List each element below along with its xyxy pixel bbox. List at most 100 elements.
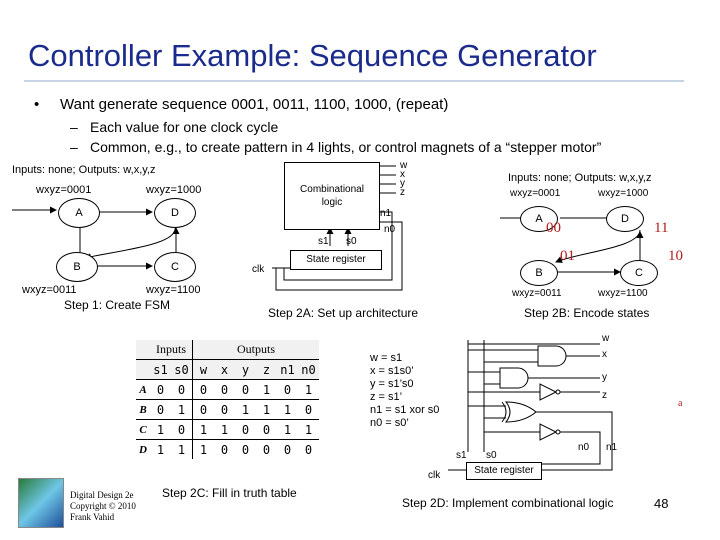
fsm2-output-a: wxyz=0001: [510, 188, 561, 199]
tt-cell: 1: [256, 399, 277, 420]
arch-n1: n1: [380, 208, 392, 219]
tt-cell: 0: [171, 379, 193, 400]
tt-cell: 1: [298, 419, 319, 440]
tt-col-n1: n1: [277, 359, 298, 380]
page-number: 48: [654, 496, 669, 511]
equation-n0: n0 = s0’: [370, 417, 409, 429]
copyright-line: Digital Design 2e: [70, 490, 134, 500]
fsm2-code-c: 10: [668, 248, 683, 264]
logic-s0: s0: [486, 450, 497, 461]
fsm1-state-c: C: [154, 252, 196, 282]
arch-n1-wire: [283, 211, 393, 281]
arch-w: w: [400, 160, 408, 171]
logic-state-register: State register: [466, 462, 542, 480]
tt-cell: 1: [235, 399, 256, 420]
step2b-caption: Step 2B: Encode states: [524, 306, 650, 320]
equation-x: x = s1s0’: [370, 365, 414, 377]
tt-row-label: D: [136, 439, 150, 459]
logic-n1: n1: [606, 442, 618, 453]
tt-cell: 0: [256, 419, 277, 440]
tt-cell: 0: [277, 379, 298, 400]
tt-cell: 0: [256, 439, 277, 459]
logic-x: x: [602, 349, 607, 360]
copyright-line: Copyright © 2010: [70, 501, 136, 511]
copyright-line: Frank Vahid: [70, 512, 115, 522]
tt-cell: 1: [277, 399, 298, 420]
tt-cell: 0: [298, 399, 319, 420]
step1-caption: Step 1: Create FSM: [64, 298, 171, 312]
truth-table: Inputs Outputs s1 s0 w x y z n1 n0 A 0 0…: [136, 340, 319, 459]
tt-cell: 0: [277, 439, 298, 459]
step2c-caption: Step 2C: Fill in truth table: [162, 486, 297, 500]
sub-dash: –: [70, 119, 78, 135]
fsm1-arrow-d-a: [84, 225, 176, 261]
sub-bullet-2: –Common, e.g., to create pattern in 4 li…: [70, 139, 601, 155]
fsm1-state-b: B: [56, 252, 98, 282]
fsm2-code-a: 00: [546, 220, 561, 236]
and-gate-x: [537, 345, 567, 367]
equation-z: z = s1’: [370, 391, 403, 403]
tt-cell: 1: [277, 419, 298, 440]
bullet-marker: •: [34, 96, 40, 113]
fsm2-state-b: B: [520, 260, 558, 286]
tt-row-label: C: [136, 419, 150, 440]
tt-group-inputs: Inputs: [150, 340, 193, 360]
fsm2-output-d: wxyz=1000: [598, 188, 649, 199]
fsm1-header: Inputs: none; Outputs: w,x,y,z: [12, 164, 156, 176]
fsm2-code-b: 01: [560, 248, 575, 264]
tt-cell: 0: [235, 439, 256, 459]
tt-cell: 1: [171, 439, 193, 459]
sub-bullet-1: –Each value for one clock cycle: [70, 119, 278, 135]
tt-cell: 1: [150, 439, 171, 459]
tt-cell: 1: [298, 379, 319, 400]
fsm2-output-b: wxyz=0011: [512, 288, 562, 299]
tt-cell: 1: [256, 379, 277, 400]
title-rule: [24, 80, 684, 82]
logic-w: w: [602, 333, 610, 344]
bullet-text: Want generate sequence 0001, 0011, 1100,…: [60, 96, 449, 113]
fsm2-state-a: A: [520, 206, 558, 232]
book-cover-logo: [18, 478, 64, 528]
tt-cell: 0: [150, 399, 171, 420]
fsm2-header: Inputs: none; Outputs: w,x,y,z: [508, 172, 652, 184]
fsm1-output-b: wxyz=0011: [22, 284, 77, 296]
tt-cell: 0: [235, 419, 256, 440]
tt-cell: 1: [171, 399, 193, 420]
sub-text: Each value for one clock cycle: [90, 119, 279, 135]
slide-title: Controller Example: Sequence Generator: [28, 38, 597, 73]
logic-z: z: [602, 390, 607, 401]
tt-col-s0: s0: [171, 359, 193, 380]
tt-cell: 1: [192, 419, 214, 440]
tt-cell: 1: [214, 419, 235, 440]
arch-x: x: [400, 169, 405, 180]
equation-n1: n1 = s1 xor s0: [370, 404, 440, 416]
table-row: B 0 1 0 0 1 1 1 0: [136, 399, 319, 420]
arch-n0-wire: [275, 221, 403, 291]
tt-col-y: y: [235, 359, 256, 380]
arch-s0: s0: [346, 236, 357, 247]
logic-n0-wire: [540, 431, 601, 465]
equations: w = s1 x = s1s0’ y = s1’s0 z = s1’ n1 = …: [370, 352, 439, 430]
arch-n0: n0: [384, 224, 396, 235]
sub-text: Common, e.g., to create pattern in 4 lig…: [90, 139, 602, 155]
tt-row-label: B: [136, 399, 150, 420]
tt-col-z: z: [256, 359, 277, 380]
logic-n1-wire: [536, 411, 613, 471]
step2a-caption: Step 2A: Set up architecture: [268, 306, 419, 320]
not-gate-n0: [539, 423, 558, 441]
tt-cell: 0: [150, 379, 171, 400]
tt-col-s1: s1: [150, 359, 171, 380]
equation-y: y = s1’s0: [370, 378, 414, 390]
tt-col-n0: n0: [298, 359, 319, 380]
fsm1-state-a: A: [58, 198, 100, 228]
xor-gate-n1: [504, 401, 537, 423]
tt-cell: 0: [214, 439, 235, 459]
logic-s1: s1: [456, 450, 467, 461]
comb-logic-label: Combinational logic: [300, 184, 364, 208]
not-gate-z: [539, 383, 558, 401]
table-row: D 1 1 1 0 0 0 0 0: [136, 439, 319, 459]
logic-state-register-label: State register: [474, 465, 534, 476]
tt-cell: 1: [192, 439, 214, 459]
tt-cell: 0: [192, 399, 214, 420]
